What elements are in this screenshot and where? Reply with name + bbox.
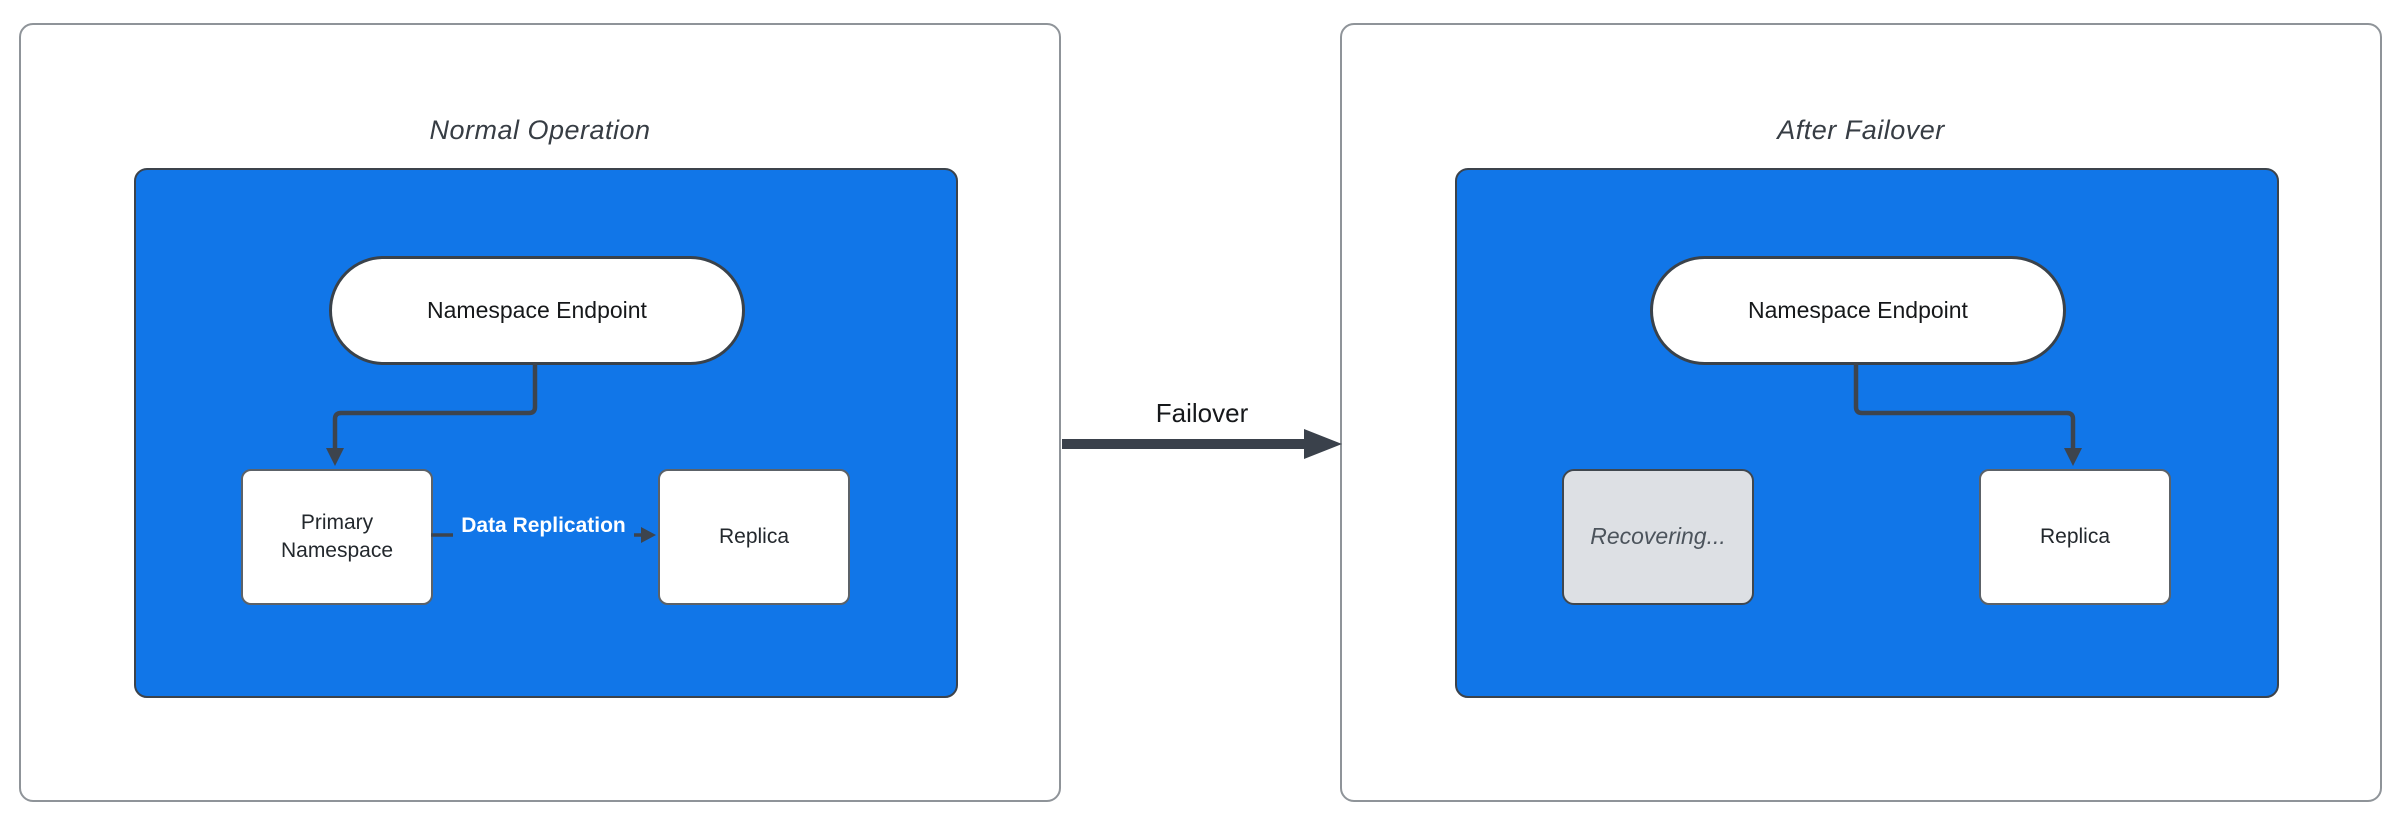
recovering-node: Recovering... (1562, 469, 1754, 605)
panel-title: Normal Operation (429, 115, 651, 145)
blue-cluster (1455, 168, 2279, 698)
namespace-endpoint-node: Namespace Endpoint (1650, 256, 2066, 365)
primary-namespace-node: Primary Namespace (241, 469, 433, 605)
namespace-endpoint-node: Namespace Endpoint (329, 256, 745, 365)
recovering-label: Recovering... (1590, 523, 1726, 550)
namespace-endpoint-label: Namespace Endpoint (427, 297, 647, 323)
arrowhead-right-icon (1304, 429, 1342, 459)
panel-normal-operation: Normal Operation Namespace Endpoint Prim… (19, 23, 1061, 802)
failover-arrow (1062, 429, 1342, 459)
panel-after-failover: After Failover Namespace Endpoint Recove… (1340, 23, 2382, 802)
replica-label: Replica (718, 524, 790, 548)
panel-title: After Failover (1777, 115, 1945, 145)
blue-cluster (134, 168, 958, 698)
failover-label: Failover (1155, 398, 1249, 428)
namespace-endpoint-label: Namespace Endpoint (1748, 297, 1968, 323)
replica-node: Replica (658, 469, 850, 605)
primary-namespace-label: Primary Namespace (280, 510, 394, 562)
replica-node: Replica (1979, 469, 2171, 605)
data-replication-label-wrap: Data Replication (431, 512, 656, 540)
replica-label: Replica (2039, 524, 2111, 548)
data-replication-label: Data Replication (453, 512, 634, 540)
